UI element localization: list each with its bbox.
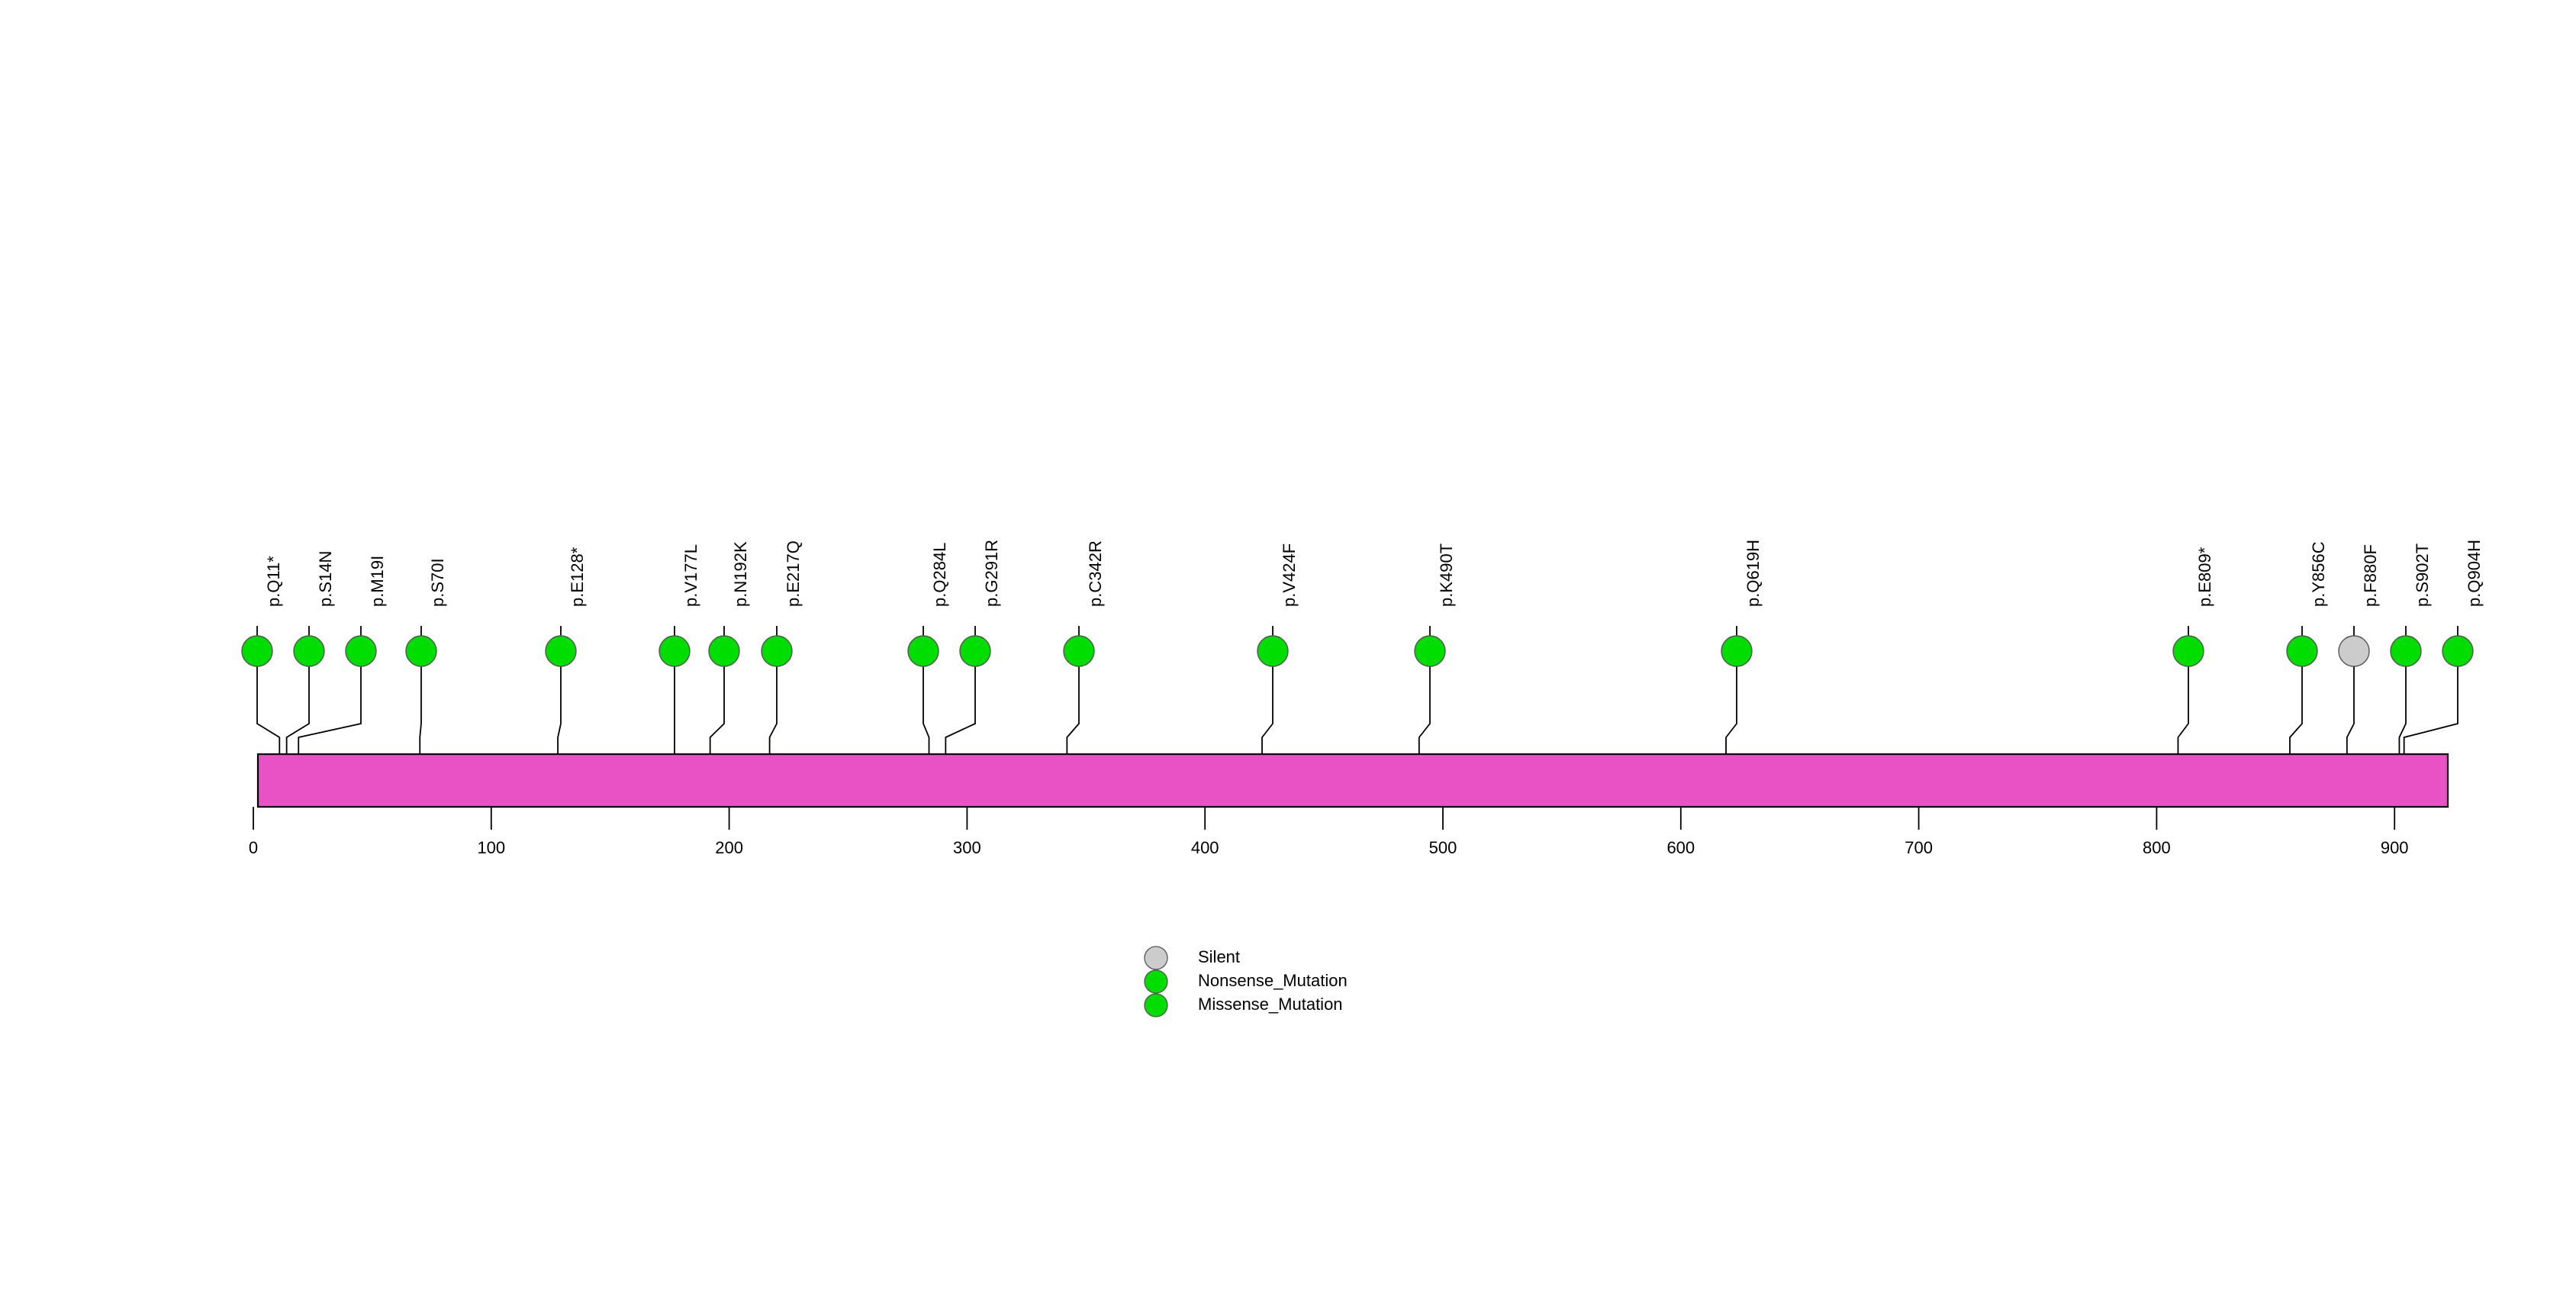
lollipop-head-pE809[interactable] [2172, 635, 2204, 667]
legend-markers-group [1144, 946, 1168, 1017]
lollipop-head-pE128[interactable] [545, 635, 577, 667]
mutation-label: p.E809* [2195, 547, 2214, 607]
lollipop-head-pS902T[interactable] [2390, 635, 2422, 667]
mutation-label: p.G291R [982, 539, 1001, 607]
legend-label-missense_mutation: Missense_Mutation [1198, 995, 1343, 1014]
x-axis-tick-label: 400 [1190, 838, 1219, 857]
mutation-label: p.E128* [568, 547, 587, 607]
lollipop-head-pS14N[interactable] [293, 635, 325, 667]
lollipop-head-pK490T[interactable] [1414, 635, 1446, 667]
x-axis-group [253, 807, 2396, 830]
x-axis-tick-label: 800 [2143, 838, 2171, 857]
mutation-label: p.N192K [731, 541, 750, 607]
lollipop-head-pQ11[interactable] [241, 635, 273, 667]
lollipop-head-pE217Q[interactable] [761, 635, 793, 667]
mutation-label: p.E217Q [784, 540, 803, 607]
mutation-label: p.S902T [2413, 543, 2432, 607]
x-axis-tick-label: 600 [1666, 838, 1695, 857]
legend-marker-missense_mutation[interactable] [1144, 993, 1168, 1017]
lollipop-head-pV177L[interactable] [658, 635, 691, 667]
lollipop-head-pC342R[interactable] [1063, 635, 1095, 667]
lollipop-head-pQ904H[interactable] [2442, 635, 2474, 667]
lollipop-heads-group [241, 635, 2474, 667]
legend-label-nonsense_mutation: Nonsense_Mutation [1198, 971, 1348, 990]
mutation-label: p.V177L [681, 544, 700, 607]
mutation-label: p.Q284L [930, 542, 949, 607]
protein-backbone-group [256, 753, 2449, 808]
mutation-label: p.Q904H [2465, 539, 2484, 607]
x-axis-tick-label: 900 [2380, 838, 2409, 857]
mutation-label: p.S14N [316, 550, 335, 607]
mutation-label: p.K490T [1437, 543, 1456, 607]
lollipop-head-pM19I[interactable] [345, 635, 377, 667]
mutation-label: p.Q11* [264, 556, 283, 607]
mutation-label: p.Y856C [2309, 541, 2328, 607]
lollipop-head-pQ284L[interactable] [907, 635, 939, 667]
lollipop-head-pF880F[interactable] [2338, 635, 2370, 667]
mutation-label: p.M19I [368, 555, 387, 607]
protein-backbone-bar [256, 753, 2449, 808]
x-axis-tick-label: 700 [1905, 838, 1933, 857]
mutation-label: p.V424F [1280, 543, 1299, 607]
x-axis-tick-label: 100 [477, 838, 506, 857]
lollipop-head-pY856C[interactable] [2286, 635, 2318, 667]
lollipop-head-pG291R[interactable] [959, 635, 991, 667]
x-axis-tick-label: 0 [248, 838, 259, 857]
x-axis-tick-label: 300 [953, 838, 981, 857]
mutation-label: p.F880F [2361, 544, 2380, 607]
mutation-label: p.C342R [1086, 540, 1105, 607]
lollipop-head-pV424F[interactable] [1257, 635, 1289, 667]
legend-marker-nonsense_mutation[interactable] [1144, 969, 1168, 994]
x-axis-tick-label: 500 [1428, 838, 1457, 857]
lollipop-head-pN192K[interactable] [708, 635, 740, 667]
lollipop-head-pQ619H[interactable] [1721, 635, 1753, 667]
legend-label-silent: Silent [1198, 947, 1241, 966]
legend-marker-silent[interactable] [1144, 946, 1168, 970]
x-axis-tick-label: 200 [715, 838, 743, 857]
mutation-label: p.Q619H [1744, 539, 1763, 607]
mutation-label: p.S70I [428, 558, 447, 607]
lollipop-head-pS70I[interactable] [405, 635, 437, 667]
